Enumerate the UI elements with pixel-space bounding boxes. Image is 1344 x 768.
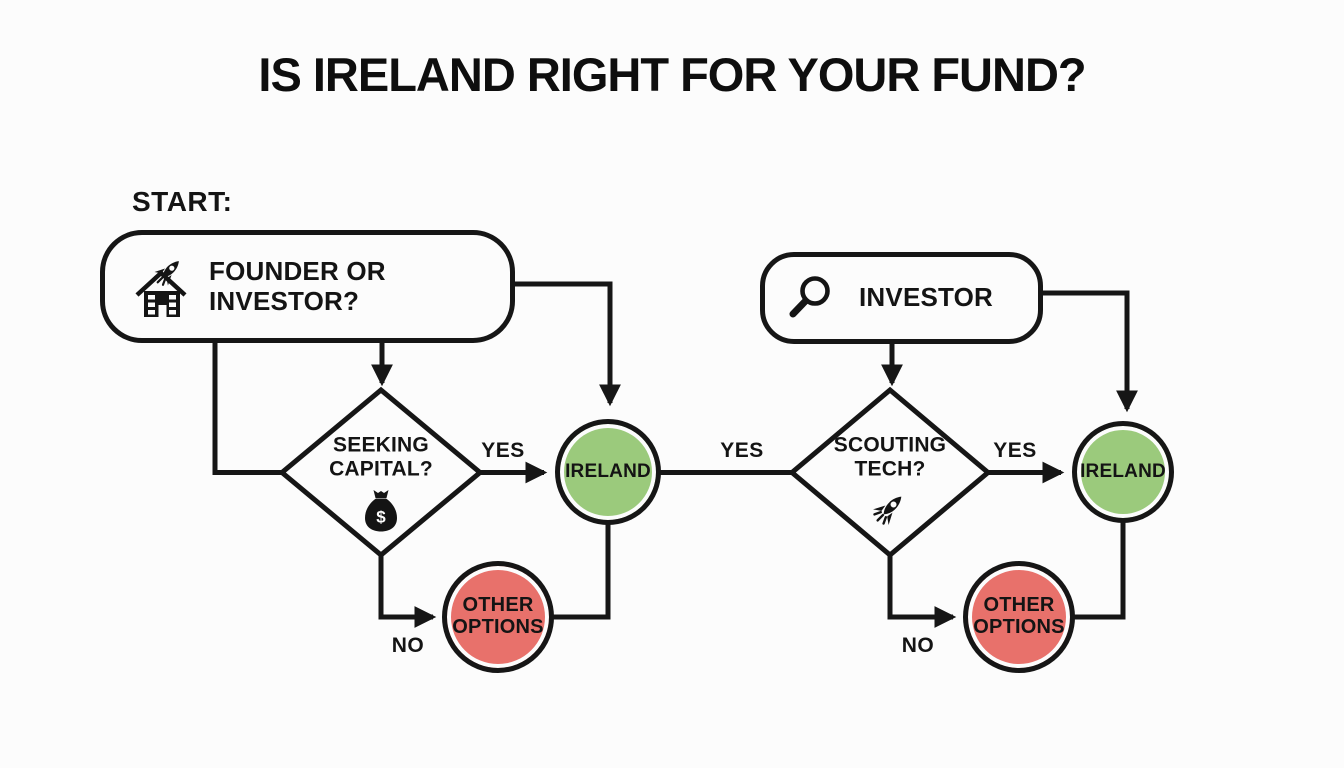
start-node-founder-or-investor: FOUNDER OR INVESTOR? <box>100 230 515 343</box>
rocket-icon <box>873 496 902 525</box>
edge-ireland-left-to-other-options <box>553 520 611 620</box>
edge-ireland-right-to-other-options <box>1071 519 1126 620</box>
edge-investor-to-ireland <box>1042 290 1139 413</box>
other-options-right-label: OTHER OPTIONS <box>973 594 1065 638</box>
edge-label-yes-right: YES <box>993 439 1037 462</box>
edge-label-no-left: NO <box>391 634 425 657</box>
result-other-options-right: OTHER OPTIONS <box>963 561 1075 673</box>
edge-scouting-tech-no <box>887 554 957 629</box>
edge-label-yes-middle: YES <box>720 439 764 462</box>
page-title: IS IRELAND RIGHT FOR YOUR FUND? <box>258 48 1086 101</box>
building-rocket-icon <box>135 260 187 317</box>
decision-diamond-scouting-tech <box>788 386 992 559</box>
result-ireland-left: IRELAND <box>555 419 661 525</box>
money-bag-icon: $ <box>365 490 397 532</box>
start-label: START: <box>132 186 233 217</box>
ireland-right-label: IRELAND <box>1080 460 1166 482</box>
investor-box-label: INVESTOR <box>859 282 994 313</box>
result-other-options-left: OTHER OPTIONS <box>442 561 554 673</box>
scouting-tech-label: SCOUTING TECH? <box>833 433 947 480</box>
decision-diamond-seeking-capital <box>278 386 484 559</box>
edge-founder-to-seeking-capital-left <box>212 341 281 475</box>
edge-seeking-capital-no <box>378 554 437 629</box>
magnifier-icon <box>789 276 830 318</box>
other-options-left-label: OTHER OPTIONS <box>452 594 544 638</box>
result-ireland-right: IRELAND <box>1072 421 1174 523</box>
edge-label-no-right: NO <box>901 634 935 657</box>
start-node-investor: INVESTOR <box>760 252 1043 344</box>
dollar-glyph: $ <box>376 508 386 527</box>
founder-box-label: FOUNDER OR INVESTOR? <box>209 256 386 316</box>
edge-label-yes-left: YES <box>481 439 525 462</box>
edge-founder-to-ireland <box>515 281 622 407</box>
seeking-capital-label: SEEKING CAPITAL? <box>329 433 433 480</box>
ireland-left-label: IRELAND <box>565 460 651 482</box>
